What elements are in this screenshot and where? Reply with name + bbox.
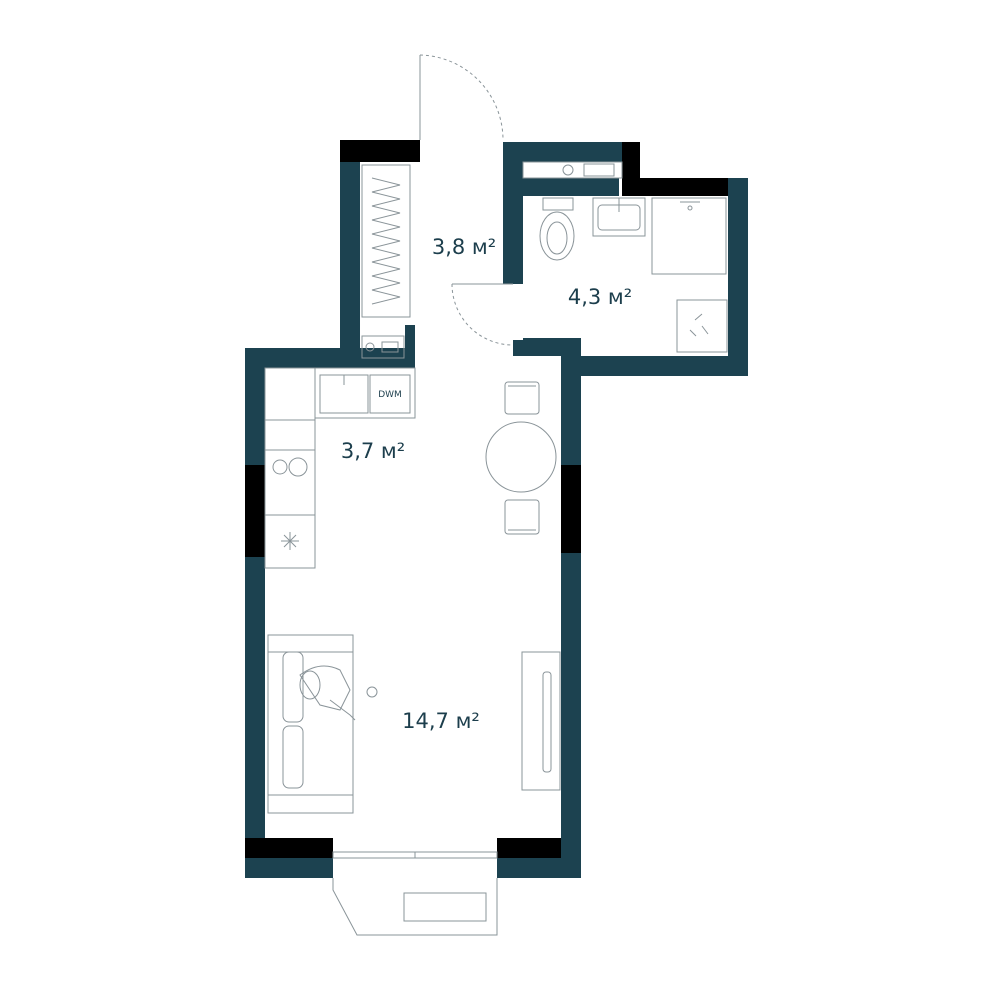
drain-icon — [676, 299, 728, 353]
stove-icon — [272, 457, 308, 477]
toilet-icon — [539, 197, 575, 261]
sink-icon — [319, 374, 369, 414]
dining-set — [485, 381, 557, 535]
table-icon — [485, 421, 557, 493]
hallway-area-label: 3,8 м² — [432, 235, 496, 259]
washing-machine-icon — [522, 161, 623, 179]
chair-icon — [504, 381, 540, 415]
window-icon — [332, 851, 498, 859]
sofa-icon — [267, 634, 354, 814]
wardrobe — [361, 164, 411, 318]
sofa — [267, 634, 378, 814]
person-icon — [299, 665, 378, 721]
living-area-label: 14,7 м² — [402, 709, 480, 733]
walls — [245, 140, 748, 878]
kitchen-area-label: 3,7 м² — [341, 439, 405, 463]
bathroom-fixtures — [522, 161, 728, 353]
wardrobe-icon — [371, 177, 401, 305]
shower-icon — [651, 197, 727, 275]
bathroom-area-label: 4,3 м² — [568, 285, 632, 309]
tv-unit — [521, 651, 561, 791]
kitchen-counter — [264, 367, 416, 569]
sink-icon — [592, 197, 646, 237]
front-door[interactable] — [419, 54, 504, 141]
tv-icon — [542, 671, 552, 773]
bathroom-door[interactable] — [451, 283, 514, 346]
meter-box — [361, 335, 405, 359]
balcony — [332, 851, 498, 936]
chair-icon — [504, 499, 540, 535]
extractor-icon — [281, 532, 299, 550]
door-swing-icon — [451, 283, 514, 346]
dishwasher-label: DWM — [378, 390, 402, 400]
door-swing-icon — [419, 54, 504, 141]
